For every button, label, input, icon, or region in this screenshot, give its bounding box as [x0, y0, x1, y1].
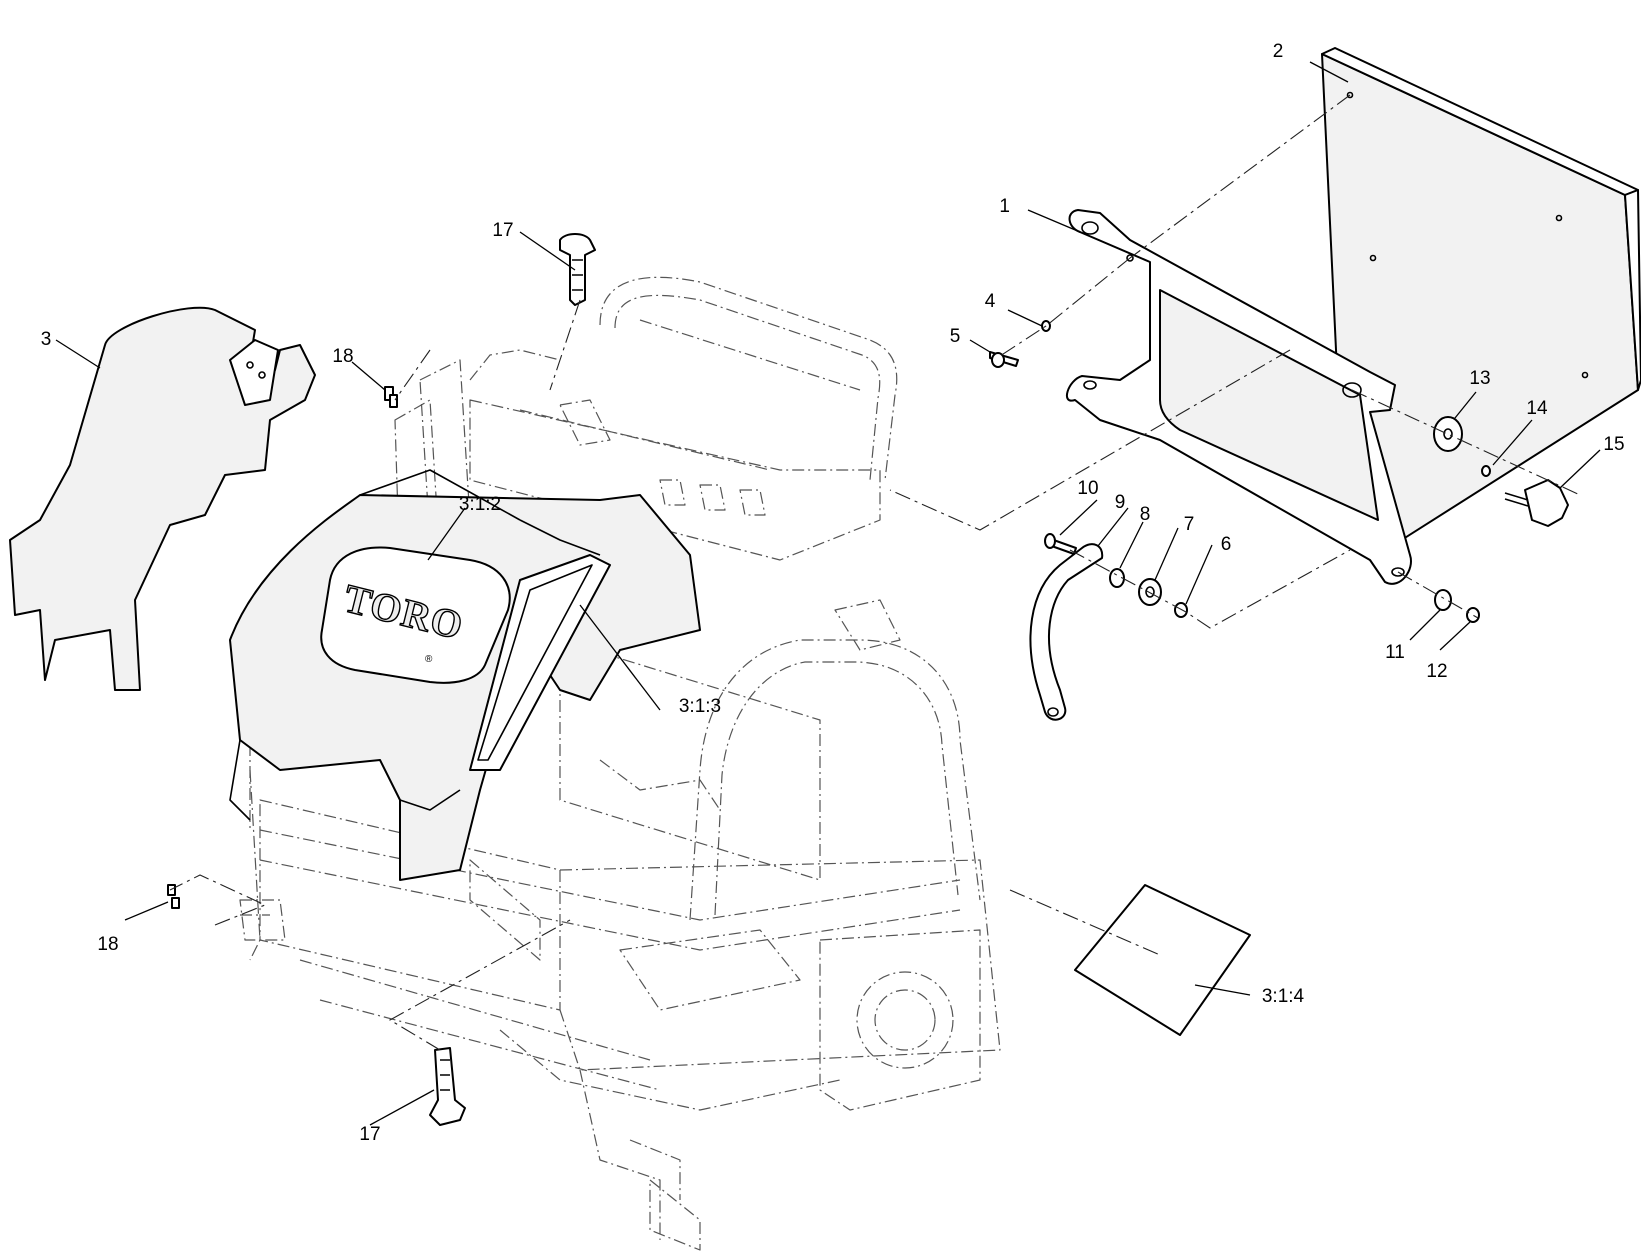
hood-cover-part-3 — [9, 306, 701, 881]
callout-13: 13 — [1469, 368, 1490, 389]
callout-7: 7 — [1184, 514, 1195, 535]
hardware-parts — [167, 233, 1569, 1126]
callout-3-1-4: 3:1:4 — [1262, 986, 1305, 1007]
callout-10: 10 — [1077, 478, 1098, 499]
registered-mark-icon: ® — [425, 654, 433, 665]
callout-6: 6 — [1221, 534, 1232, 555]
assembly-centerlines — [169, 94, 1581, 1051]
decal-part-3-1-4 — [1074, 884, 1251, 1036]
leader-lines — [55, 61, 1601, 1126]
callout-2: 2 — [1273, 41, 1284, 62]
mounting-bracket-part-1 — [1065, 209, 1412, 585]
callout-5: 5 — [950, 326, 961, 347]
machine-frame-phantom — [239, 276, 1001, 1251]
callout-3-1-3: 3:1:3 — [679, 696, 721, 717]
callout-11: 11 — [1385, 642, 1405, 663]
callout-3-1-2: 3:1:2 — [459, 494, 501, 515]
callout-17-bottom: 17 — [359, 1124, 380, 1145]
callout-8: 8 — [1140, 504, 1151, 525]
callout-12: 12 — [1426, 661, 1447, 682]
callout-14: 14 — [1526, 398, 1548, 419]
callout-4: 4 — [985, 291, 996, 312]
callout-9: 9 — [1115, 492, 1126, 513]
callout-labels: 1 2 3 4 5 6 7 8 9 10 11 12 13 14 15 17 1… — [41, 41, 1625, 1145]
callout-1: 1 — [999, 196, 1010, 217]
callout-17-top: 17 — [492, 220, 513, 241]
callout-15: 15 — [1603, 434, 1624, 455]
callout-18-bottom: 18 — [97, 934, 118, 955]
callout-3: 3 — [41, 329, 52, 350]
seat-pad-part-2 — [1321, 47, 1641, 561]
callout-18-top: 18 — [332, 346, 353, 367]
